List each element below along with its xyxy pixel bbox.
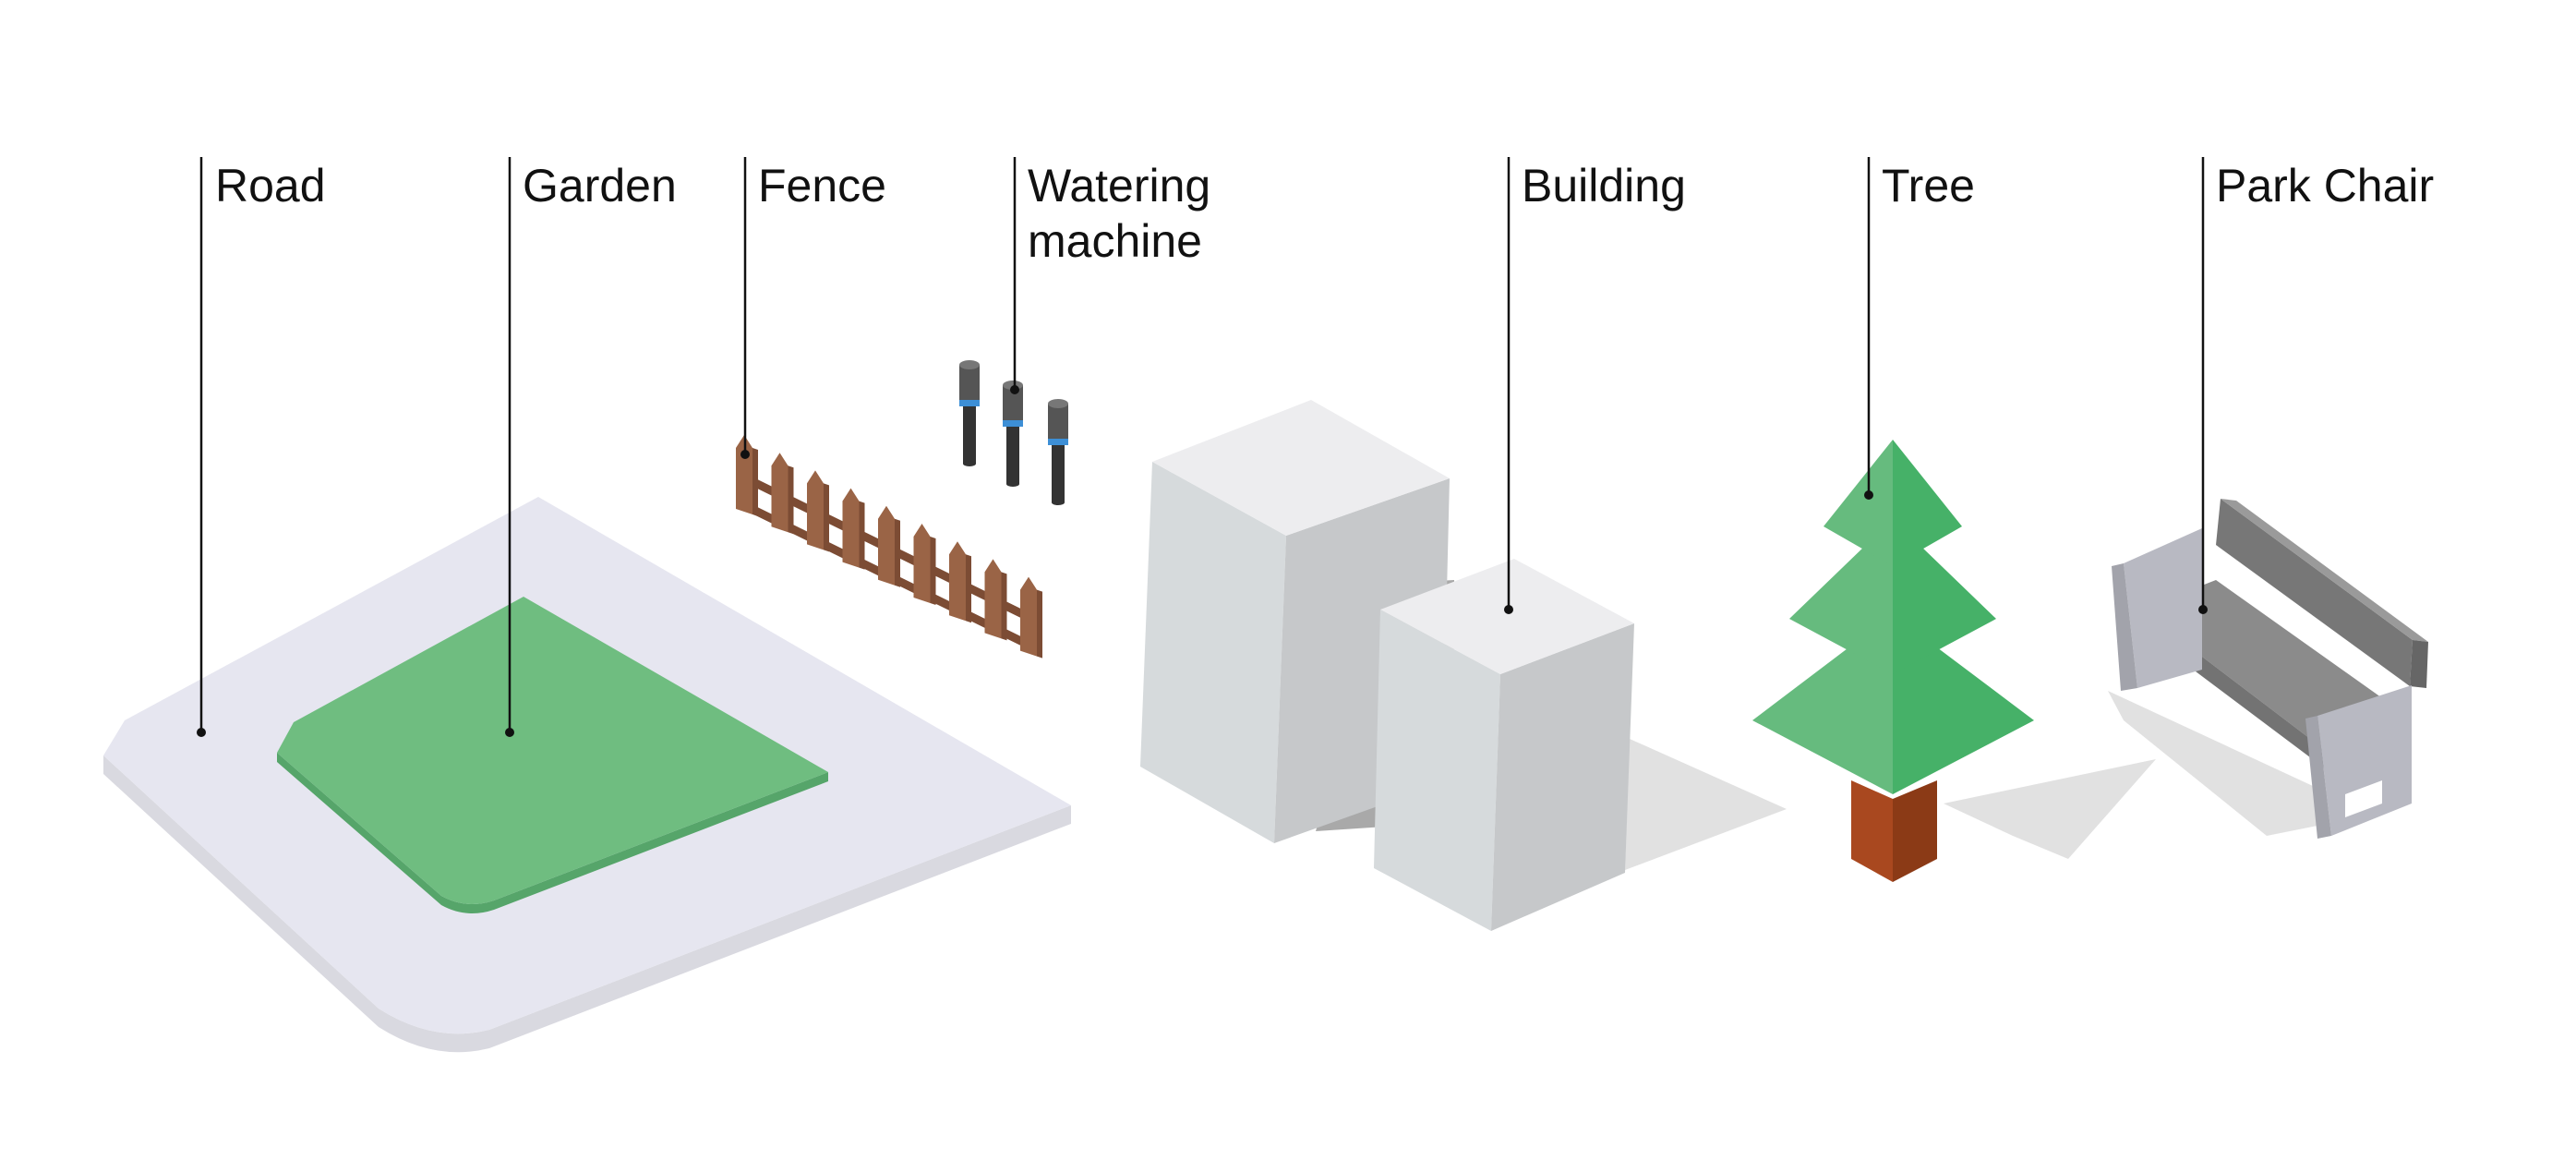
label-watering-line1: Watering xyxy=(1028,160,1211,211)
fence-picket xyxy=(771,453,794,535)
leader-garden xyxy=(505,157,514,737)
leader-tree xyxy=(1864,157,1873,500)
label-tree: Tree xyxy=(1882,160,1975,211)
tree-trunk xyxy=(1851,780,1937,882)
building-short xyxy=(1374,559,1634,931)
label-garden: Garden xyxy=(523,160,677,211)
leader-building xyxy=(1504,157,1513,614)
leader-road xyxy=(197,157,206,737)
leader-park-chair xyxy=(2198,157,2208,614)
fence-picket xyxy=(1020,576,1042,659)
tree-foliage xyxy=(1752,440,2034,794)
label-watering-machine: Watering machine xyxy=(1028,158,1210,269)
watering-machine xyxy=(1003,381,1023,487)
fence-picket xyxy=(807,470,829,552)
leader-fence xyxy=(740,157,750,459)
watering-machine xyxy=(1048,399,1068,505)
label-watering-line2: machine xyxy=(1028,215,1202,267)
fence-pickets xyxy=(736,435,1042,659)
watering-machines xyxy=(959,360,1068,505)
leader-lines xyxy=(197,157,2208,737)
fence-picket xyxy=(984,559,1007,641)
watering-machine xyxy=(959,360,980,466)
label-road: Road xyxy=(215,160,326,211)
fence-picket xyxy=(736,435,758,516)
fence-picket xyxy=(842,488,865,570)
buildings xyxy=(1140,400,1787,931)
garden-lawn xyxy=(277,597,828,913)
fence-picket xyxy=(878,505,900,587)
building-shadow xyxy=(1625,739,1787,870)
label-park-chair: Park Chair xyxy=(2216,160,2435,211)
fence-picket xyxy=(949,541,971,623)
label-building: Building xyxy=(1522,160,1686,211)
park-chair xyxy=(2108,499,2428,839)
tree-shadow xyxy=(1944,759,2156,859)
fence xyxy=(736,435,1042,659)
chair-shadow xyxy=(2108,691,2327,836)
fence-picket xyxy=(913,524,936,605)
label-fence: Fence xyxy=(758,160,886,211)
tree xyxy=(1752,440,2156,882)
leader-watering xyxy=(1010,157,1019,394)
